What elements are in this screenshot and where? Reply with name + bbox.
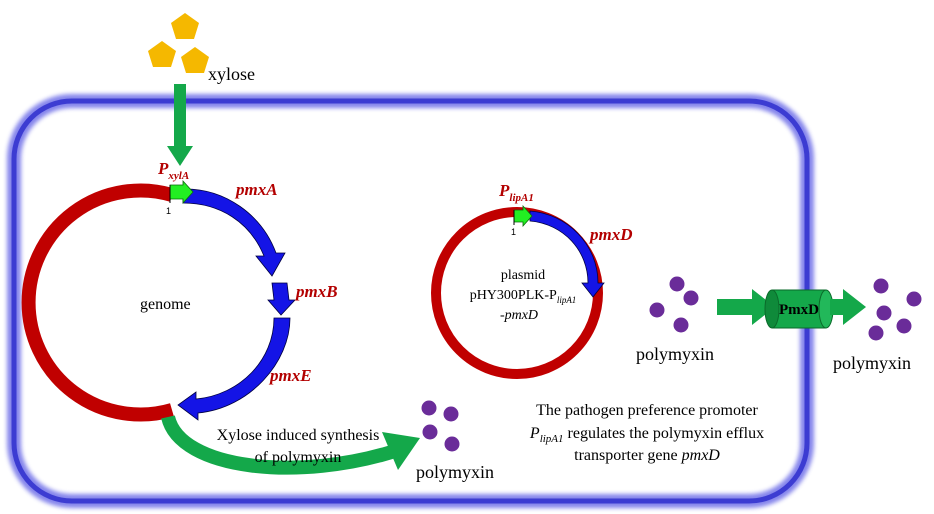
- plasmid-label-line2: pHY300PLK-PlipA1: [470, 288, 577, 305]
- xylose-pentagon: [181, 47, 209, 73]
- efflux-arrow-in: [717, 289, 775, 325]
- genome-circle: [21, 183, 174, 422]
- genome-gene-arrows: [177, 188, 296, 421]
- xylose-induction-arrow: [167, 84, 193, 166]
- xylose-label: xylose: [208, 64, 255, 84]
- pmxA-arrow: [182, 188, 286, 277]
- pmxE-arrow: [177, 317, 291, 421]
- genome-label: genome: [140, 296, 191, 313]
- transporter-label: PmxD: [779, 302, 819, 318]
- synthesis-arrow: [161, 414, 420, 475]
- promoter-note-line1: The pathogen preference promoter: [536, 402, 758, 419]
- plasmid-promoter-label: PlipA1: [498, 181, 534, 204]
- gene-label-pmxD: pmxD: [588, 225, 633, 244]
- xylose-pentagon: [171, 13, 199, 39]
- genome-promoter-arrow: [169, 179, 194, 205]
- genome-promoter-label: PxylA: [157, 159, 189, 182]
- pmxD-arrow: [529, 210, 605, 298]
- xylose-molecules: [148, 13, 209, 73]
- polymyxin-inside-molecules: [649, 276, 699, 333]
- plasmid-gene-arrow: [529, 210, 605, 298]
- polymyxin-cytoplasm-label: polymyxin: [416, 462, 494, 482]
- polymyxin-inside-label: polymyxin: [636, 344, 714, 364]
- synthesis-note-line1: Xylose induced synthesis: [217, 427, 380, 444]
- polymyxin-outside-molecules: [868, 278, 922, 341]
- plasmid-promoter-arrow: [513, 204, 533, 228]
- gene-label-pmxA: pmxA: [234, 180, 278, 199]
- pmxB-arrow: [267, 282, 296, 316]
- plasmid-label-line3: -pmxD: [500, 308, 538, 323]
- pmxd-transporter: [764, 289, 834, 329]
- polymyxin-cytoplasm-molecules: [421, 400, 460, 452]
- promoter-note-line2: PlipA1 regulates the polymyxin efflux: [529, 425, 764, 445]
- plasmid-label-line1: plasmid: [501, 268, 545, 283]
- gene-label-pmxE: pmxE: [268, 366, 312, 385]
- efflux-arrow-out: [830, 289, 866, 325]
- polymyxin-outside-label: polymyxin: [833, 353, 911, 373]
- genome-promoter-position: 1: [166, 206, 171, 216]
- gene-label-pmxB: pmxB: [294, 282, 338, 301]
- xylose-pentagon: [148, 41, 176, 67]
- promoter-note-line3: transporter gene pmxD: [574, 447, 720, 464]
- plasmid-promoter-position: 1: [511, 227, 516, 237]
- synthesis-note-line2: of polymyxin: [255, 449, 342, 466]
